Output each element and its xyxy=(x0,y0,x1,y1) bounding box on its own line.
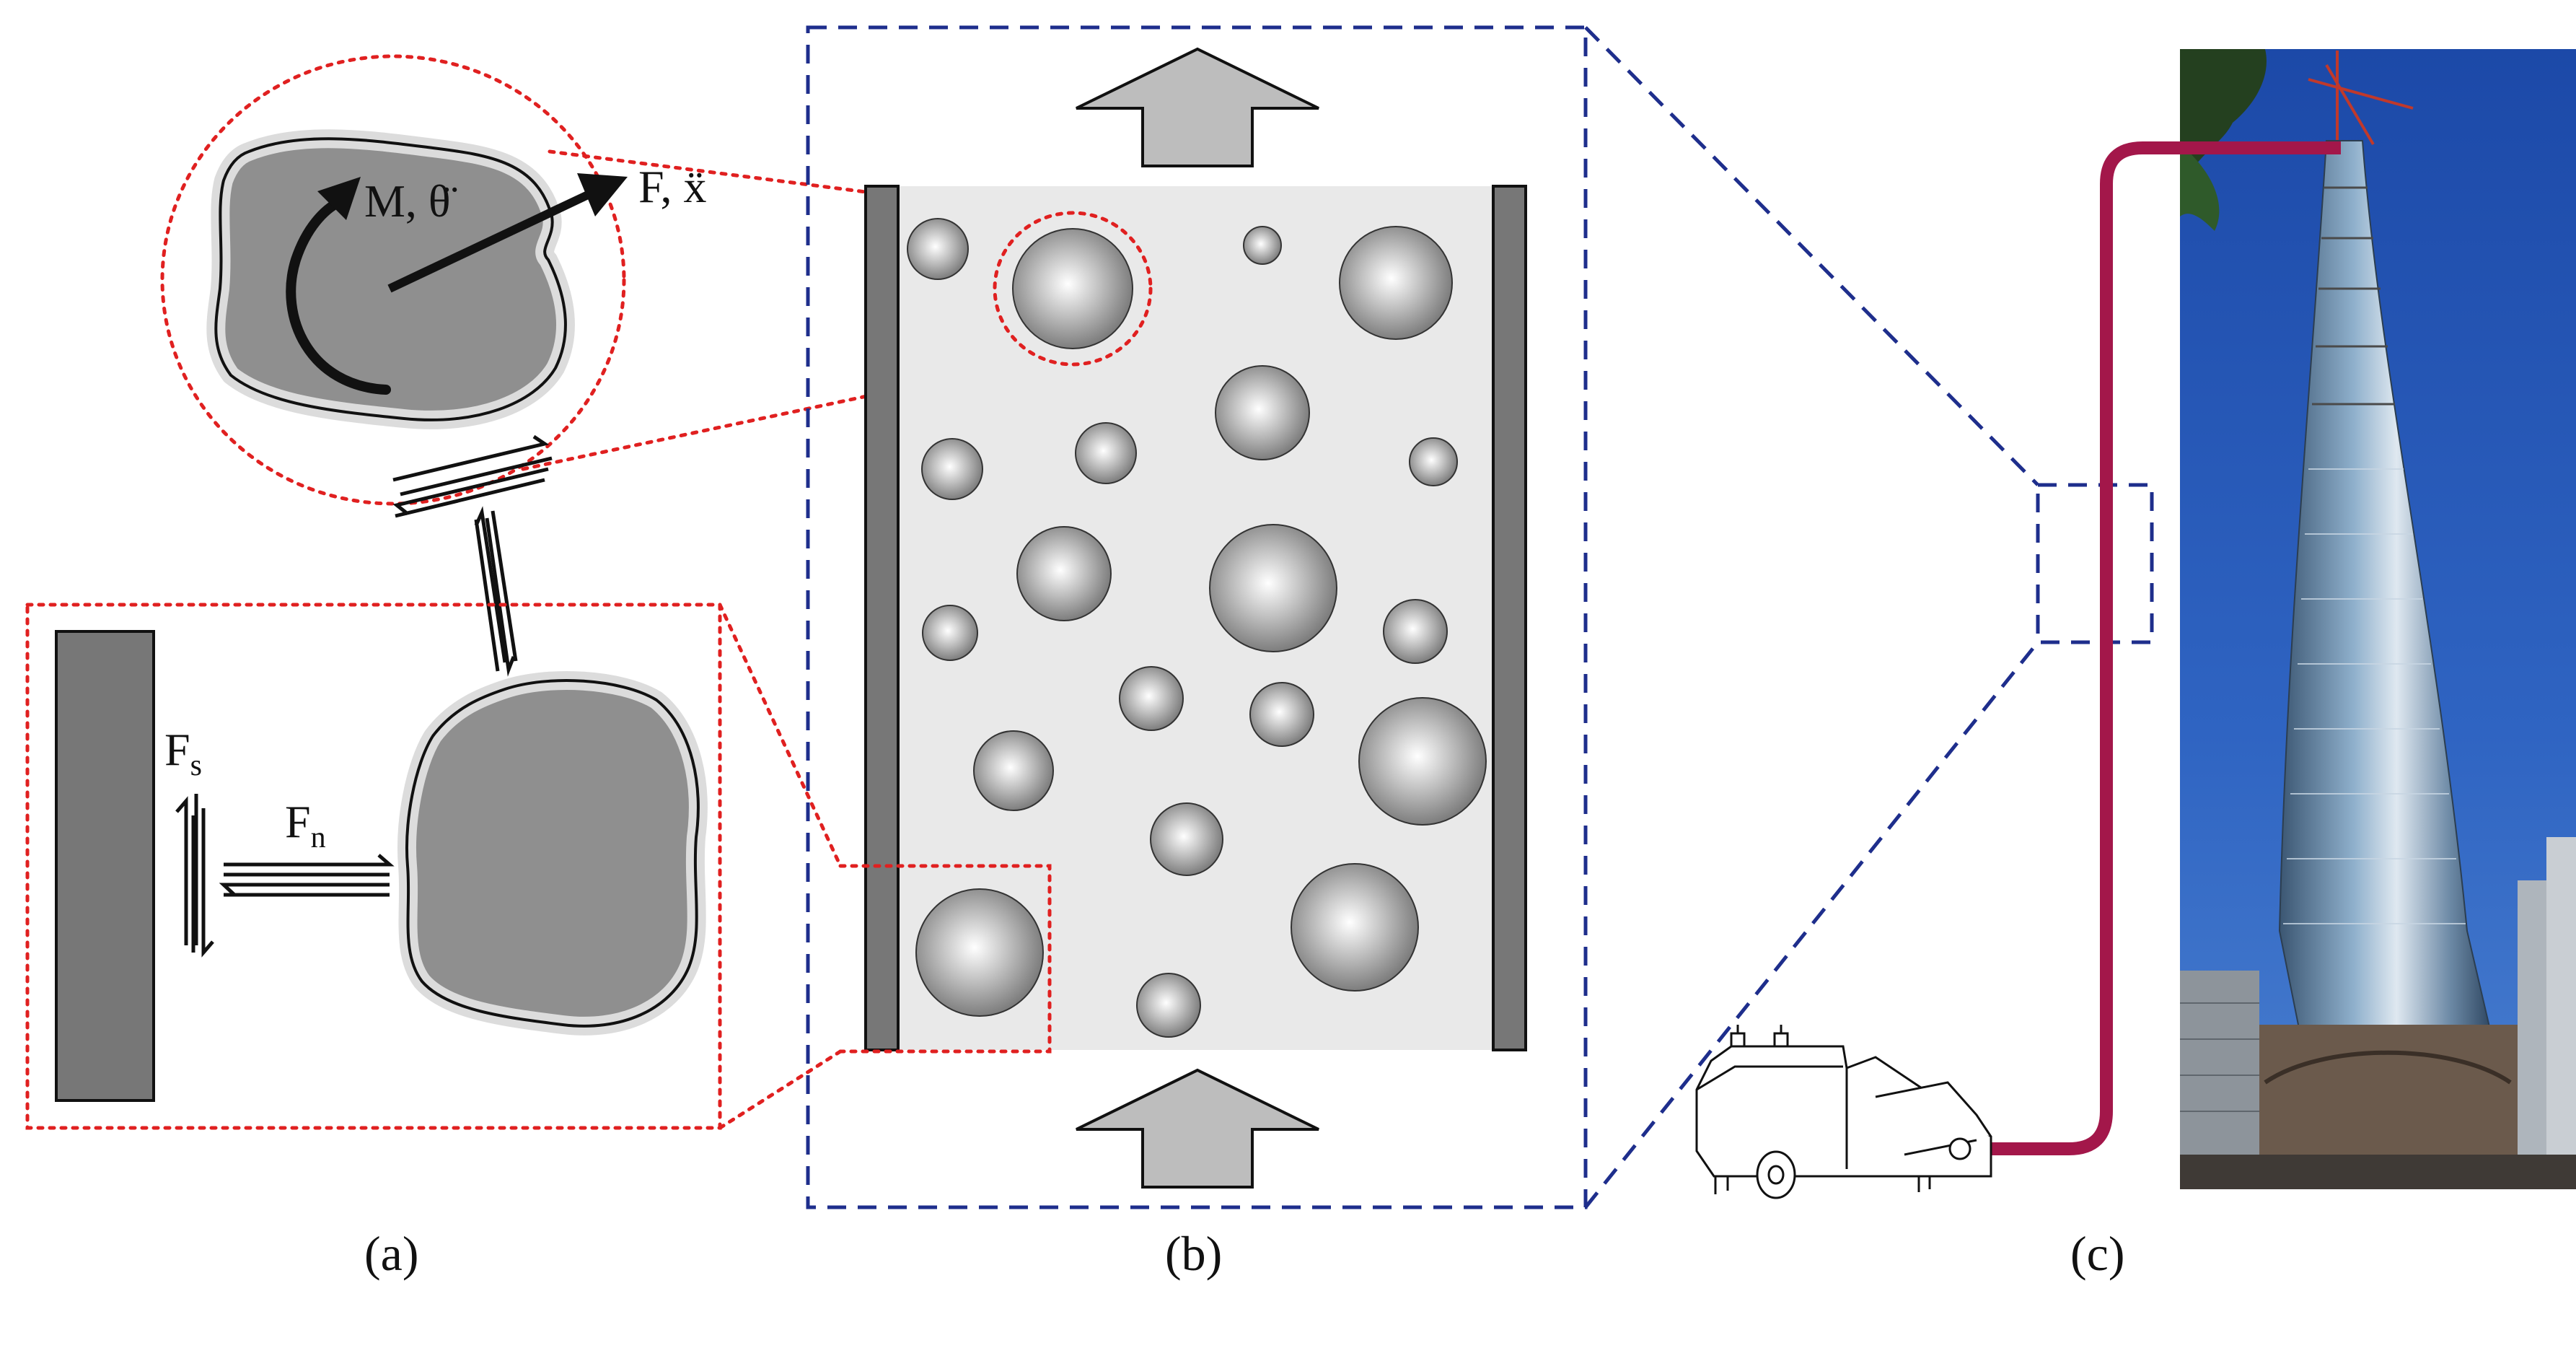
normal-arrow-pair-vertical xyxy=(474,506,518,677)
normal-force-label: Fn xyxy=(285,796,326,854)
panel-b: (b) xyxy=(806,25,2039,1281)
force-label: F, ẍ xyxy=(638,161,706,212)
concrete-pipe xyxy=(1975,141,2341,1155)
channel-particles xyxy=(907,218,1487,1038)
particle-sphere xyxy=(915,888,1044,1017)
force-arrowhead xyxy=(577,173,628,216)
moment-arrow xyxy=(286,197,391,395)
blue-zoom-line-top xyxy=(1584,26,2039,486)
particle-sphere xyxy=(1358,697,1487,826)
particle-sphere xyxy=(1209,524,1337,652)
particle-sphere xyxy=(1136,973,1201,1038)
zoom-line-box-bottom xyxy=(718,1049,843,1130)
wall-normal-arrows xyxy=(219,854,395,897)
zoom-line-box-top xyxy=(718,603,843,868)
shear-force-label: Fs xyxy=(164,724,202,782)
particle-sphere xyxy=(1012,228,1133,349)
caption-c: (c) xyxy=(2070,1226,2124,1281)
panel-a: M, θ̈ F, ẍ xyxy=(25,54,1088,1281)
particle-sphere xyxy=(1016,526,1112,621)
zoom-box-contact xyxy=(25,603,722,1130)
particle-sphere xyxy=(907,218,969,280)
particle-sphere xyxy=(973,730,1054,811)
particle-contact-outline xyxy=(405,679,700,1028)
shear-arrow-pair-top xyxy=(392,434,553,518)
particle-sphere xyxy=(1150,802,1223,876)
channel-wall-right xyxy=(1492,185,1527,1051)
selected-particle-highlight xyxy=(993,211,1153,367)
particle-sphere xyxy=(1215,365,1310,460)
flow-arrow-bottom xyxy=(1076,1068,1319,1189)
particle-sphere xyxy=(1249,682,1314,747)
particle-sphere xyxy=(922,605,978,661)
moment-label: M, θ̈ xyxy=(364,175,457,227)
skyscraper-photo xyxy=(2180,49,2576,1189)
wall-contact-highlight xyxy=(838,864,1052,1054)
particle-contact xyxy=(397,671,708,1036)
zoom-box-channel xyxy=(806,25,1588,1209)
particle-sphere xyxy=(1291,863,1419,992)
channel-wall-left xyxy=(864,185,900,1051)
zoom-circle-top xyxy=(160,54,626,506)
particle-free-body-outline xyxy=(214,137,567,421)
moment-arrowhead xyxy=(317,177,361,220)
force-arrow xyxy=(387,191,590,293)
particle-sphere xyxy=(1409,437,1458,486)
particle-sphere xyxy=(1119,666,1184,731)
wall-shear-arrows xyxy=(175,794,214,958)
particle-sphere xyxy=(1339,226,1453,340)
wall-block xyxy=(55,630,155,1102)
panel-c: (c) xyxy=(1695,49,2576,1281)
particle-sphere xyxy=(921,438,983,500)
particle-sphere xyxy=(1075,422,1137,484)
pipe-zoom-box xyxy=(2036,483,2154,644)
caption-a: (a) xyxy=(364,1226,418,1281)
concrete-pump-truck-icon xyxy=(1695,1025,1992,1199)
flow-arrow-top xyxy=(1076,47,1319,167)
caption-b: (b) xyxy=(1165,1226,1222,1281)
particle-sphere xyxy=(1243,226,1282,265)
particle-sphere xyxy=(1383,599,1448,664)
